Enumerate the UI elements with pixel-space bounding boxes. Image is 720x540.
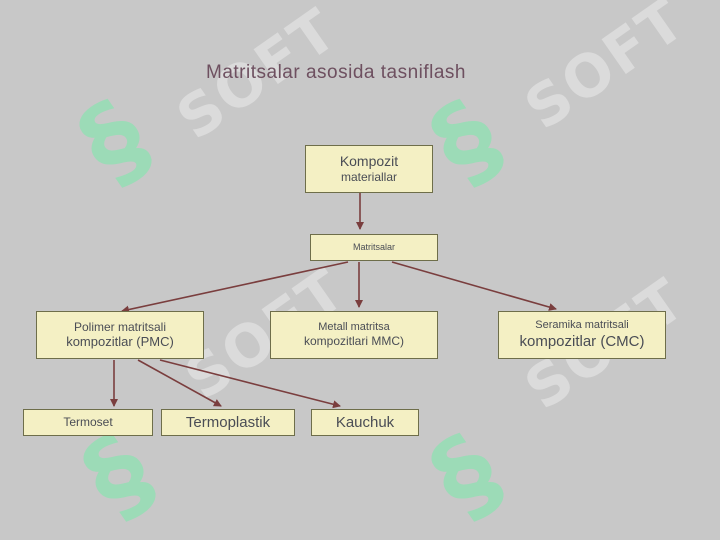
- node-termoset: Termoset: [23, 409, 153, 436]
- node-line: materiallar: [340, 170, 397, 185]
- edge-matrix-cmc: [391, 261, 557, 311]
- diagram-title: Matritsalar asosida tasniflash: [206, 62, 466, 83]
- node-seramika-cmc: Seramika matritsali kompozitlar (CMC): [498, 311, 666, 359]
- node-termoplastik: Termoplastik: [161, 409, 295, 436]
- edge-matrix-pmc: [121, 261, 349, 314]
- node-line: Polimer matritsali: [73, 320, 166, 334]
- node-label: Matritsalar: [352, 242, 395, 253]
- node-label: Termoset: [63, 415, 113, 430]
- node-label: Kauchuk: [335, 413, 395, 431]
- node-line: Seramika matritsali: [535, 319, 629, 332]
- node-line: Kompozit: [339, 153, 399, 170]
- node-line: kompozitlar (PMC): [66, 334, 174, 350]
- edge-pmc-termoplastik: [137, 359, 222, 407]
- node-line: kompozitlar (CMC): [519, 332, 645, 350]
- node-kauchuk: Kauchuk: [311, 409, 419, 436]
- node-kompozit-materiallar: Kompozit materiallar: [305, 145, 433, 193]
- node-polimer-pmc: Polimer matritsali kompozitlar (PMC): [36, 311, 204, 359]
- node-line: kompozitlari MMC): [303, 334, 404, 349]
- node-matritsalar: Matritsalar: [310, 234, 438, 261]
- node-metall-mmc: Metall matritsa kompozitlari MMC): [270, 311, 438, 359]
- edge-pmc-kauchuk: [159, 359, 341, 409]
- node-label: Termoplastik: [185, 413, 271, 431]
- node-line: Metall matritsa: [318, 321, 390, 334]
